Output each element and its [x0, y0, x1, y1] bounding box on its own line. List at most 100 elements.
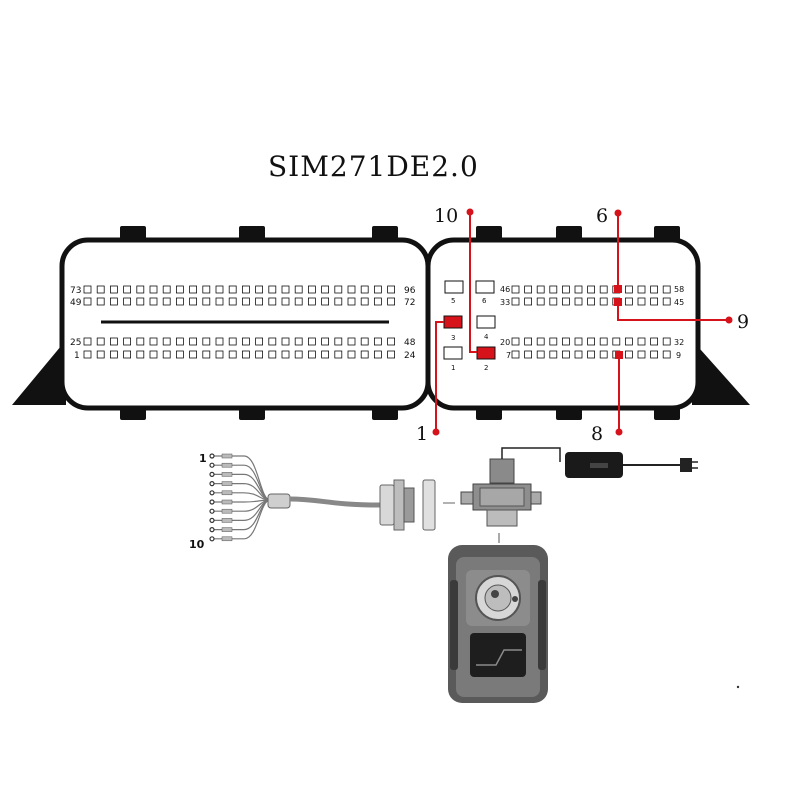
- right-pin: [562, 350, 570, 359]
- left-pin: [202, 350, 211, 359]
- right-pin: [536, 350, 545, 359]
- left-pin: [110, 297, 118, 306]
- lead-sleeve: [221, 462, 233, 468]
- left-row-start-label: 73: [70, 286, 81, 296]
- lead-terminal: [209, 508, 215, 514]
- left-pin: [255, 297, 264, 306]
- left-pin: [281, 350, 290, 359]
- left-pin: [162, 285, 171, 294]
- right-pin: [549, 337, 558, 346]
- right-pin: [574, 285, 583, 294]
- large-pin-label: 2: [484, 364, 488, 372]
- left-pin: [96, 285, 105, 294]
- left-pin: [373, 337, 382, 346]
- left-pin: [321, 350, 330, 359]
- right-pin: [574, 337, 583, 346]
- right-pin: [599, 350, 608, 359]
- right-pin: [524, 337, 532, 346]
- left-pin: [307, 285, 316, 294]
- lead-sleeve: [221, 499, 233, 505]
- callout-label-6: 6: [596, 205, 608, 227]
- right-pin: [625, 297, 633, 306]
- right-pin: [511, 297, 520, 306]
- left-pin: [241, 297, 250, 306]
- left-row-start-label: 49: [70, 298, 82, 308]
- right-pin: [625, 285, 633, 294]
- right-pin: [587, 285, 595, 294]
- left-pin: [268, 350, 277, 359]
- left-pin: [162, 337, 171, 346]
- left-row-end-label: 96: [404, 286, 416, 296]
- power-plug: [680, 458, 692, 472]
- left-pin: [347, 337, 356, 346]
- right-pin: [637, 285, 646, 294]
- left-pin: [321, 285, 330, 294]
- right-pin: [511, 285, 520, 294]
- left-pin: [96, 297, 105, 306]
- left-pin: [268, 337, 277, 346]
- large-pin-highlighted: [443, 315, 463, 329]
- left-pin: [149, 337, 158, 346]
- right-pin: [637, 297, 646, 306]
- right-pin: [574, 350, 583, 359]
- left-pin: [189, 285, 198, 294]
- left-pin: [228, 297, 237, 306]
- left-pin: [175, 297, 184, 306]
- left-pin: [255, 350, 264, 359]
- large-pin: [475, 280, 495, 294]
- right-row-start-label: 20: [500, 338, 510, 347]
- left-mount-wedge: [12, 340, 66, 405]
- left-pin: [162, 297, 171, 306]
- left-pin: [387, 297, 396, 306]
- right-pin: [612, 337, 621, 346]
- large-pin: [476, 315, 496, 329]
- right-pin: [524, 285, 532, 294]
- large-pin-label: 4: [484, 333, 489, 341]
- db-connector-flange: [393, 479, 405, 531]
- left-pin: [175, 285, 184, 294]
- right-row-end-label: 9: [676, 351, 681, 360]
- callout-label-8: 8: [591, 423, 603, 445]
- left-pin: [387, 285, 396, 294]
- adapter-board: [460, 447, 698, 543]
- left-pin: [189, 350, 198, 359]
- left-pin: [334, 297, 343, 306]
- left-pin: [83, 285, 92, 294]
- lead-sleeve: [221, 472, 233, 477]
- left-pin: [202, 297, 211, 306]
- left-pin: [162, 350, 171, 359]
- left-pin: [360, 297, 369, 306]
- breakout-cable: 1 10: [189, 452, 455, 551]
- left-pin: [228, 285, 237, 294]
- right-pin: [587, 350, 595, 359]
- db-socket: [422, 479, 436, 531]
- left-pin: [373, 297, 382, 306]
- right-pin: [599, 297, 608, 306]
- left-pin: [281, 297, 290, 306]
- left-pin: [123, 285, 131, 294]
- callout-line-10: [469, 212, 477, 353]
- cable-trunk: [289, 496, 381, 508]
- right-pin: [562, 337, 570, 346]
- power-wire: [501, 447, 561, 462]
- callout-line-9: [617, 303, 729, 321]
- callout-label-10: 10: [434, 205, 458, 227]
- left-pin: [281, 337, 290, 346]
- right-pin: [650, 350, 658, 359]
- right-row-start-label: 7: [506, 351, 511, 360]
- large-pin-label: 5: [451, 297, 455, 305]
- right-row-end-label: 45: [674, 298, 684, 307]
- left-pin: [255, 285, 264, 294]
- lead-sleeve: [221, 518, 233, 523]
- lead-terminal: [209, 499, 215, 505]
- large-pin: [443, 346, 463, 360]
- left-pin: [189, 297, 198, 306]
- left-pin: [334, 285, 343, 294]
- left-connector: 73 96 49 72 25 48 1 24: [12, 226, 431, 420]
- large-pin-label: 6: [482, 297, 487, 305]
- left-pin: [347, 350, 356, 359]
- right-pin: [549, 350, 558, 359]
- right-pin: [662, 285, 671, 294]
- left-pin: [215, 285, 224, 294]
- lead-terminal: [209, 462, 215, 468]
